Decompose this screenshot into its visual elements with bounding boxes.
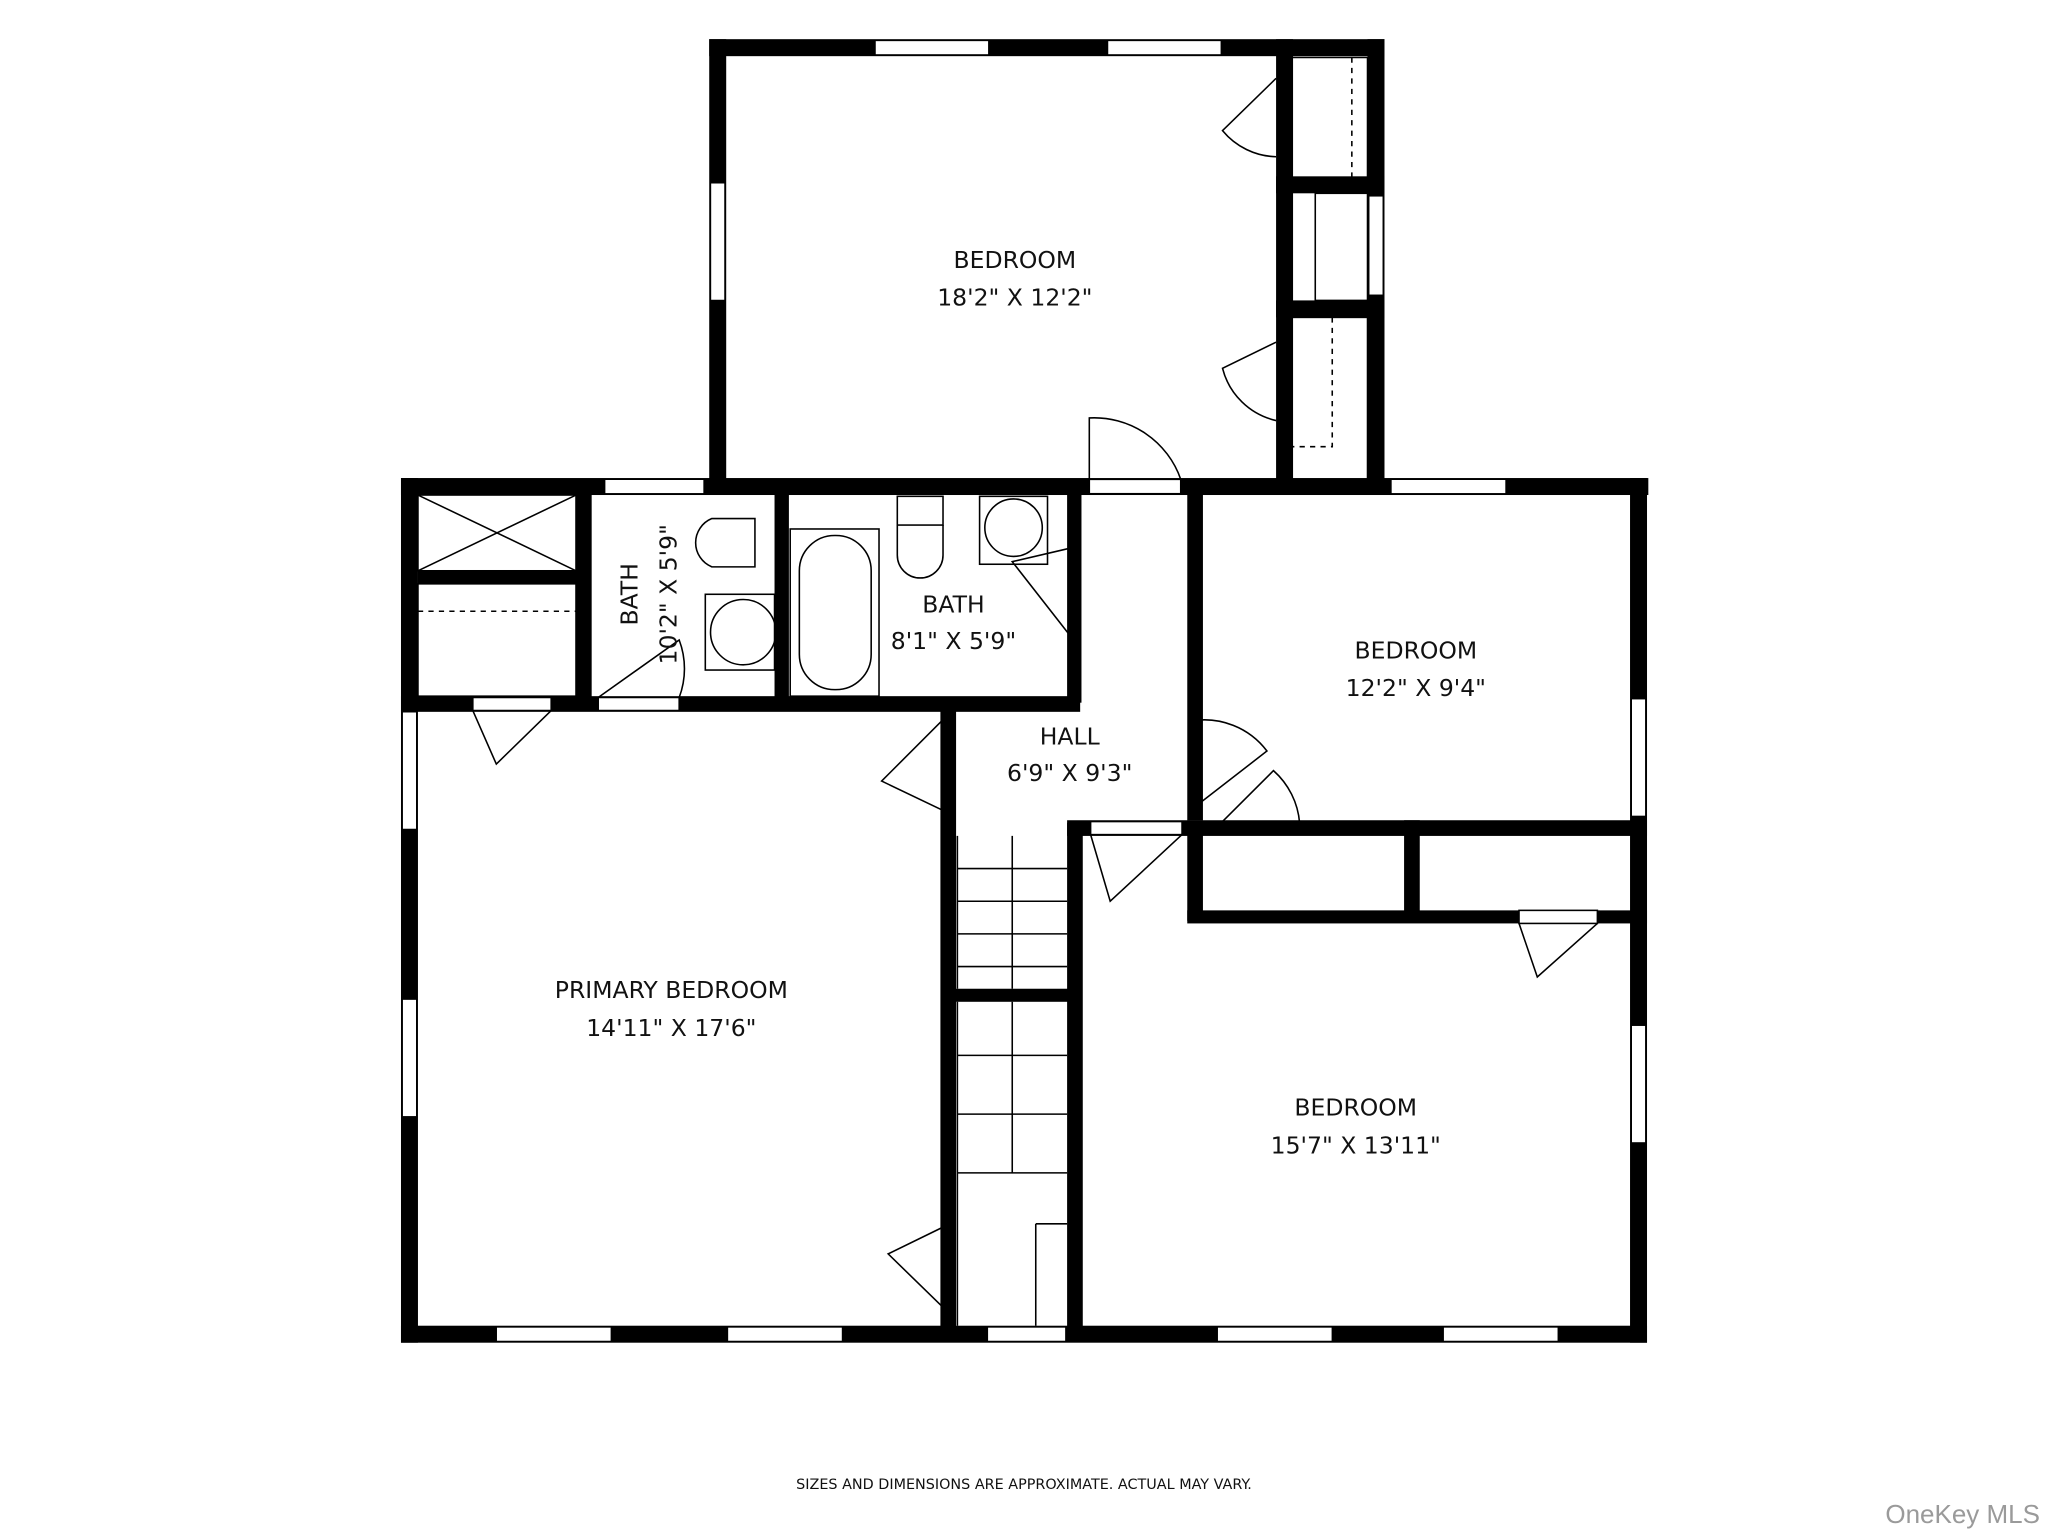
- room-name-bath-center: BATH: [922, 591, 984, 619]
- room-dims-bath-left: 10'2" X 5'9": [655, 524, 683, 664]
- room-name-primary-bedroom: PRIMARY BEDROOM: [555, 976, 788, 1004]
- room-dims-primary-bedroom: 14'11" X 17'6": [586, 1014, 756, 1042]
- room-name-bedroom-top: BEDROOM: [954, 246, 1077, 274]
- room-dims-hall: 6'9" X 9'3": [1007, 759, 1132, 787]
- room-name-bath-left: BATH: [615, 563, 643, 625]
- room-dims-bedroom-right: 12'2" X 9'4": [1346, 674, 1486, 702]
- room-name-hall: HALL: [1040, 722, 1100, 750]
- fixtures: [417, 56, 1369, 1326]
- watermark: OneKey MLS: [1885, 1499, 2040, 1529]
- room-labels: BEDROOM 18'2" X 12'2" BATH 10'2" X 5'9" …: [555, 246, 1486, 1493]
- room-name-bedroom-right: BEDROOM: [1355, 636, 1478, 664]
- room-dims-bedroom-bottom-right: 15'7" X 13'11": [1271, 1131, 1441, 1159]
- room-dims-bath-center: 8'1" X 5'9": [891, 627, 1016, 655]
- doors: [472, 77, 1599, 1307]
- windows: [401, 39, 1647, 1343]
- room-name-bedroom-bottom-right: BEDROOM: [1294, 1093, 1417, 1121]
- disclaimer-note: SIZES AND DIMENSIONS ARE APPROXIMATE. AC…: [796, 1477, 1252, 1493]
- walls: [400, 39, 1649, 1343]
- room-dims-bedroom-top: 18'2" X 12'2": [937, 284, 1092, 312]
